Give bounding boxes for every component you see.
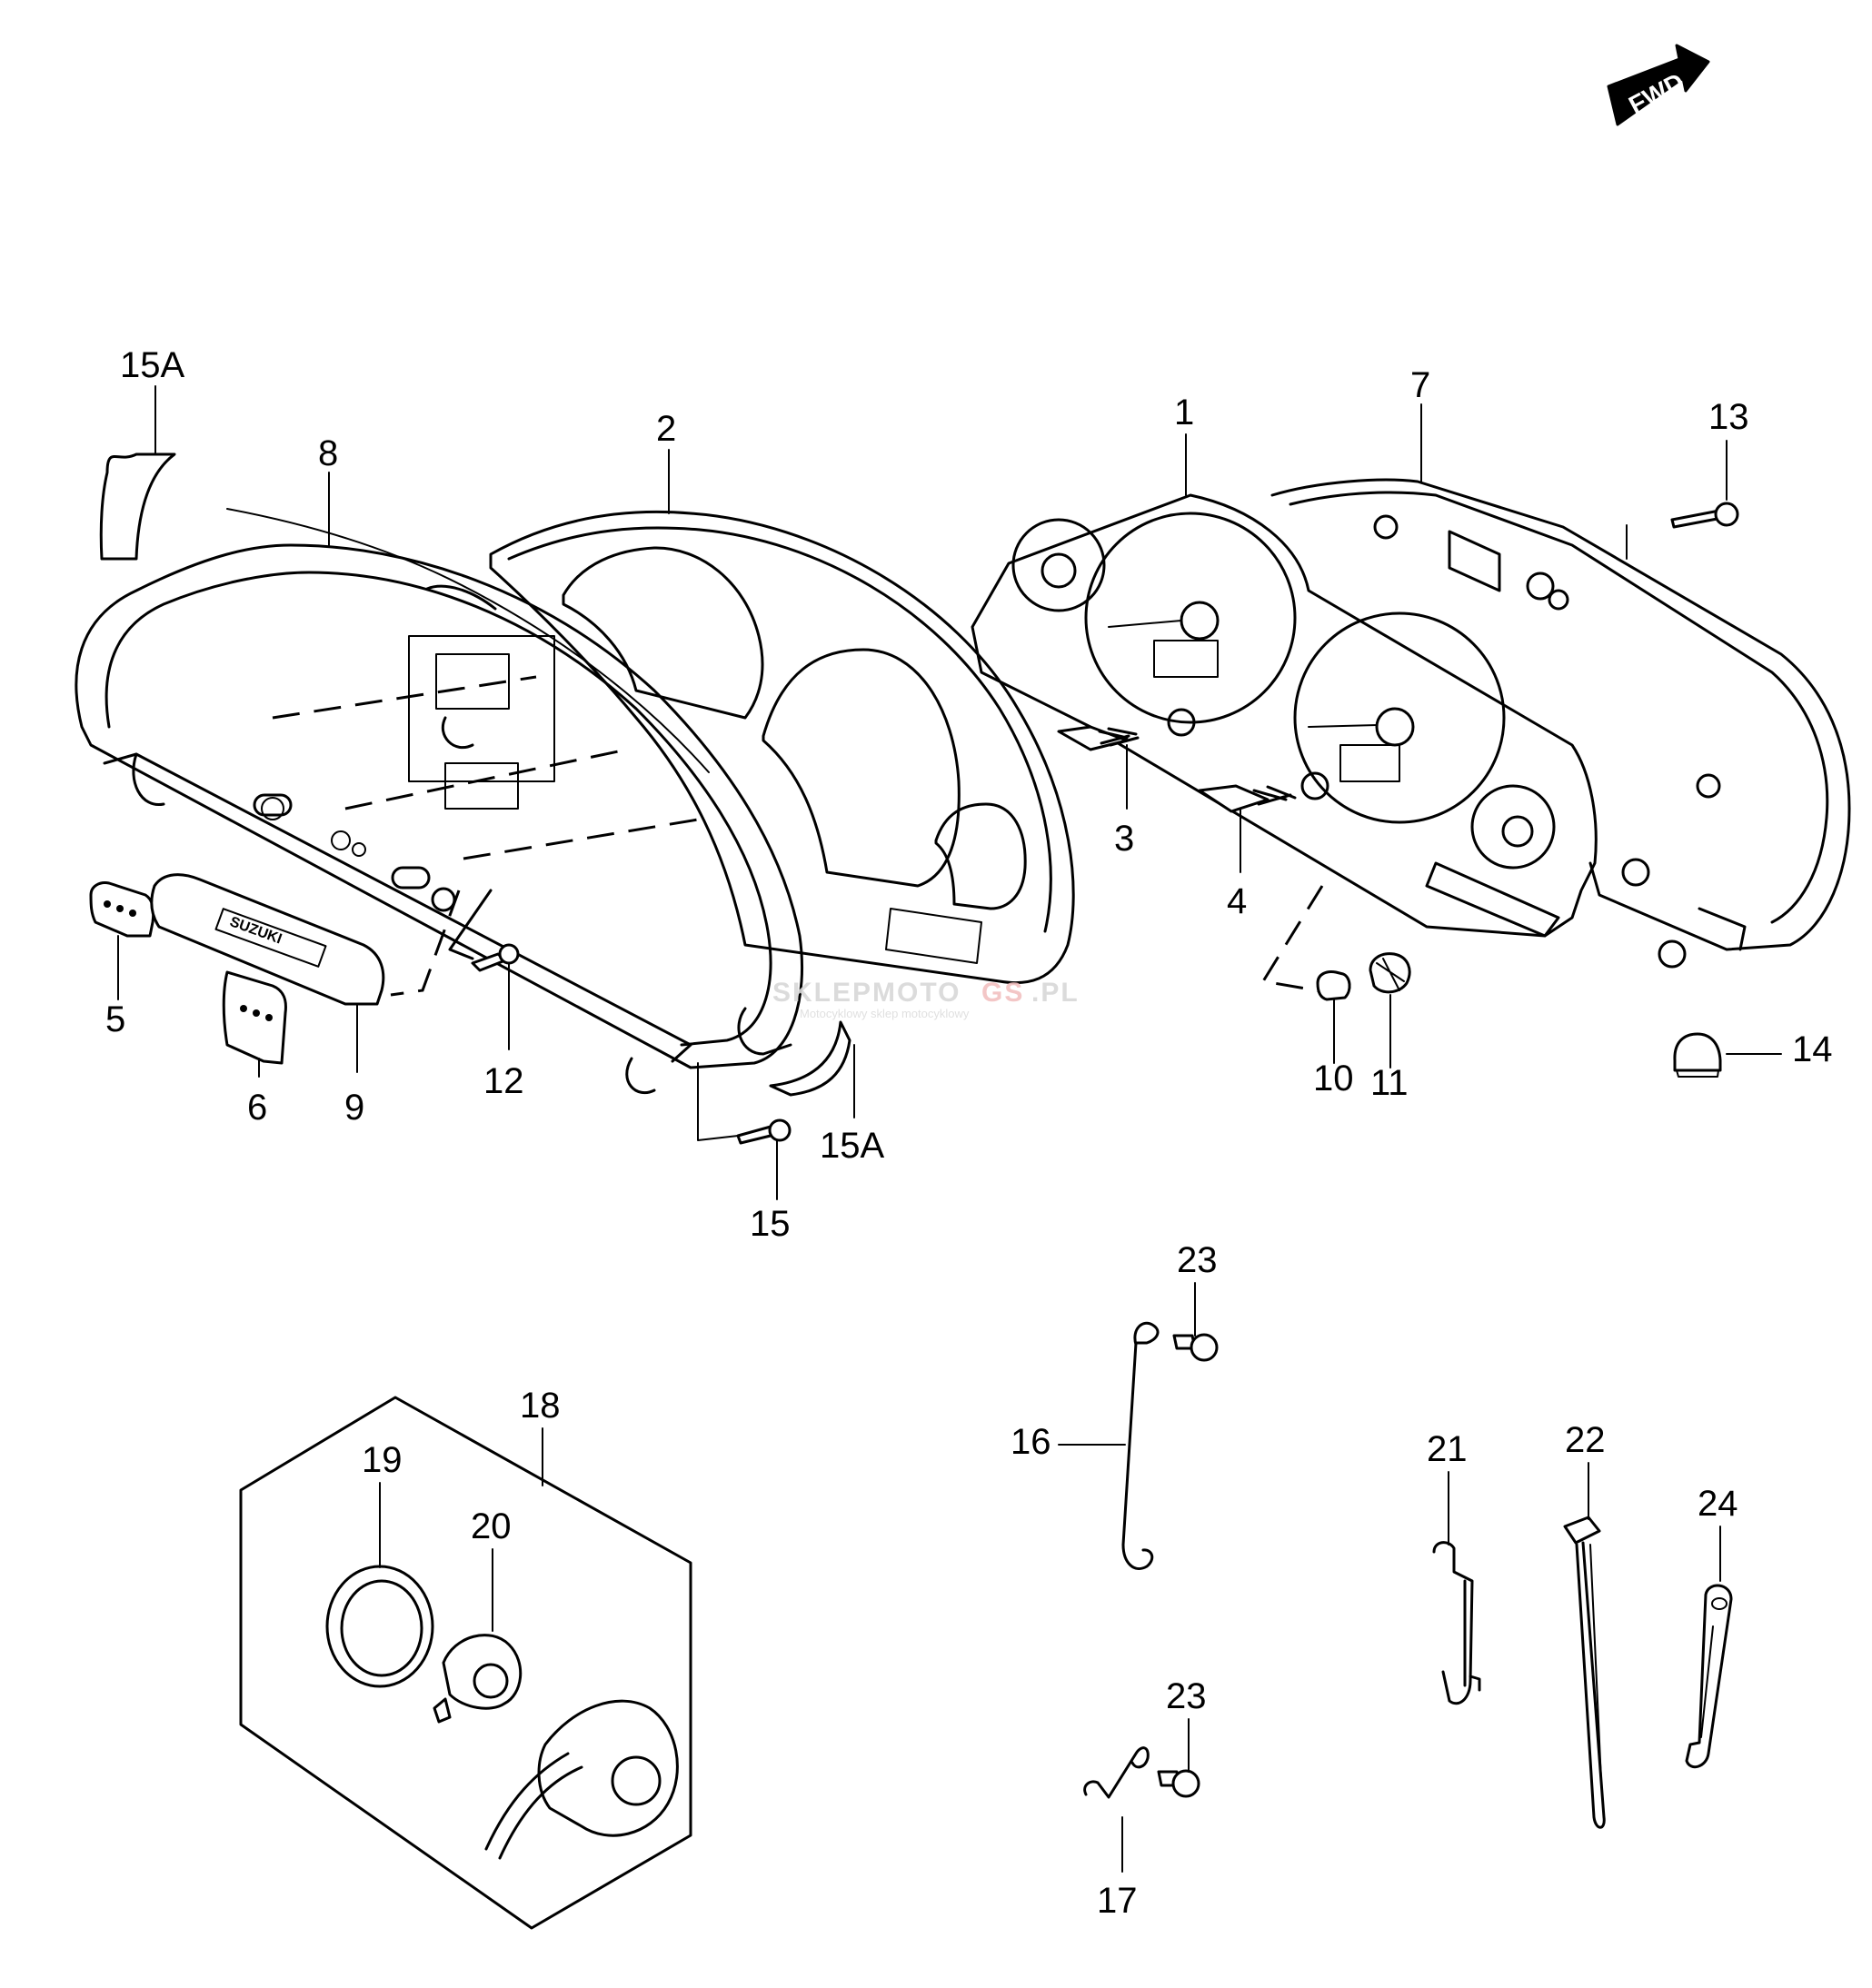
callout-20: 20 [471, 1506, 512, 1546]
callout-9: 9 [344, 1088, 364, 1128]
watermark-part1: SKLEPMOTO [772, 978, 961, 1008]
meter-assembly-1 [971, 493, 1598, 938]
bulb-10 [1316, 970, 1351, 1001]
fwd-arrow-icon: FWD [1607, 44, 1710, 126]
indicator-arm-4 [1198, 784, 1297, 813]
watermark-part3: .PL [1031, 978, 1080, 1008]
callout-13: 13 [1708, 397, 1749, 437]
screw-guide-line [390, 890, 461, 997]
indicator-lens-5 [89, 881, 155, 938]
callout-4: 4 [1227, 881, 1247, 921]
watermark-part2: GS [981, 978, 1024, 1008]
meter-case-rear-7 [1270, 478, 1851, 969]
meter-lens-cover [75, 508, 803, 1094]
callout-21: 21 [1427, 1429, 1468, 1469]
watermark: SKLEPMOTO GS .PL Motocyklowy sklep motoc… [772, 978, 1080, 1020]
callout-10: 10 [1313, 1059, 1354, 1098]
callout-18: 18 [520, 1386, 561, 1426]
callout-6: 6 [247, 1088, 267, 1128]
cover-piece-15a-lower [769, 1020, 851, 1097]
bolt-23-upper [1172, 1333, 1219, 1362]
callout-15: 15 [750, 1204, 791, 1244]
indicator-cover-9: SUZUKI [150, 873, 385, 1006]
callout-3: 3 [1114, 819, 1134, 859]
cap-14 [1673, 1032, 1722, 1078]
speed-sensor-kit-18 [239, 1396, 692, 1930]
callout-17: 17 [1097, 1881, 1138, 1921]
meter-case-middle [441, 510, 1075, 1056]
callout-23-upper: 23 [1177, 1240, 1218, 1280]
screw-12 [471, 943, 520, 972]
wire-clip-17 [1083, 1746, 1150, 1799]
callout-16: 16 [1011, 1422, 1051, 1462]
callout-8: 8 [318, 433, 338, 473]
callout-22: 22 [1565, 1420, 1606, 1460]
callout-15a-lower: 15A [820, 1126, 884, 1166]
screw-guide-bracket [448, 889, 493, 960]
bulb-socket-11 [1369, 952, 1411, 994]
callout-11: 11 [1370, 1063, 1409, 1103]
callout-1: 1 [1174, 393, 1194, 432]
indicator-lens-6 [222, 970, 287, 1065]
callout-14: 14 [1792, 1029, 1833, 1069]
callout-labels: 15A 8 2 1 7 13 3 4 5 6 9 12 10 11 14 15A… [105, 345, 1833, 1921]
indicator-arm-3 [1057, 725, 1140, 751]
bolt-23-lower [1157, 1769, 1200, 1798]
callout-2: 2 [656, 409, 676, 449]
callout-24: 24 [1698, 1484, 1738, 1524]
callout-7: 7 [1410, 365, 1430, 405]
screw-13 [1670, 502, 1739, 529]
screw-15 [736, 1118, 792, 1145]
watermark-sub: Motocyklowy sklep motocyklowy [800, 1007, 970, 1020]
cable-tie-22 [1563, 1516, 1606, 1829]
bulb-guide-line [1260, 885, 1328, 994]
callout-5: 5 [105, 999, 125, 1039]
callout-12: 12 [483, 1061, 524, 1101]
wire-clip-16 [1121, 1321, 1160, 1570]
callout-19: 19 [362, 1440, 403, 1480]
leader-lines [117, 385, 1782, 1873]
callout-15a-upper: 15A [120, 345, 184, 385]
cover-piece-15a-upper [99, 452, 176, 561]
callout-23-lower: 23 [1166, 1676, 1207, 1716]
clamp-24 [1685, 1584, 1733, 1769]
clamp-21 [1432, 1541, 1481, 1705]
